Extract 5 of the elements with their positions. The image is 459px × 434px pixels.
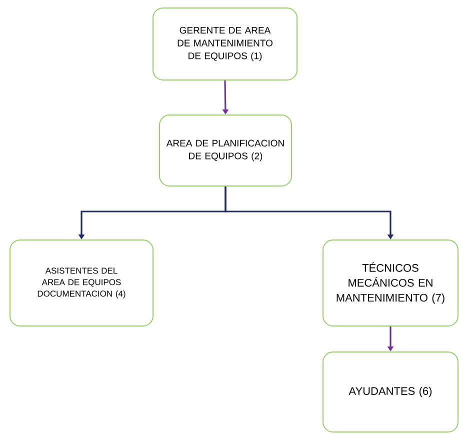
box: GERENTE DE AREA DE MANTENIMIENTO DE EQUIPOS (1) <box>152 8 298 80</box>
box: AYUDANTES (6) <box>322 352 458 432</box>
box: ASISTENTES DEL AREA DE EQUIPOS DOCUMENTACION (4) <box>10 240 154 326</box>
box: AREA DE PLANIFICACION DE EQUIPOS (2) <box>159 114 292 186</box>
box: TÉCNICOS MECÁNICOS EN MANTENIMIENTO (7) <box>322 240 458 326</box>
